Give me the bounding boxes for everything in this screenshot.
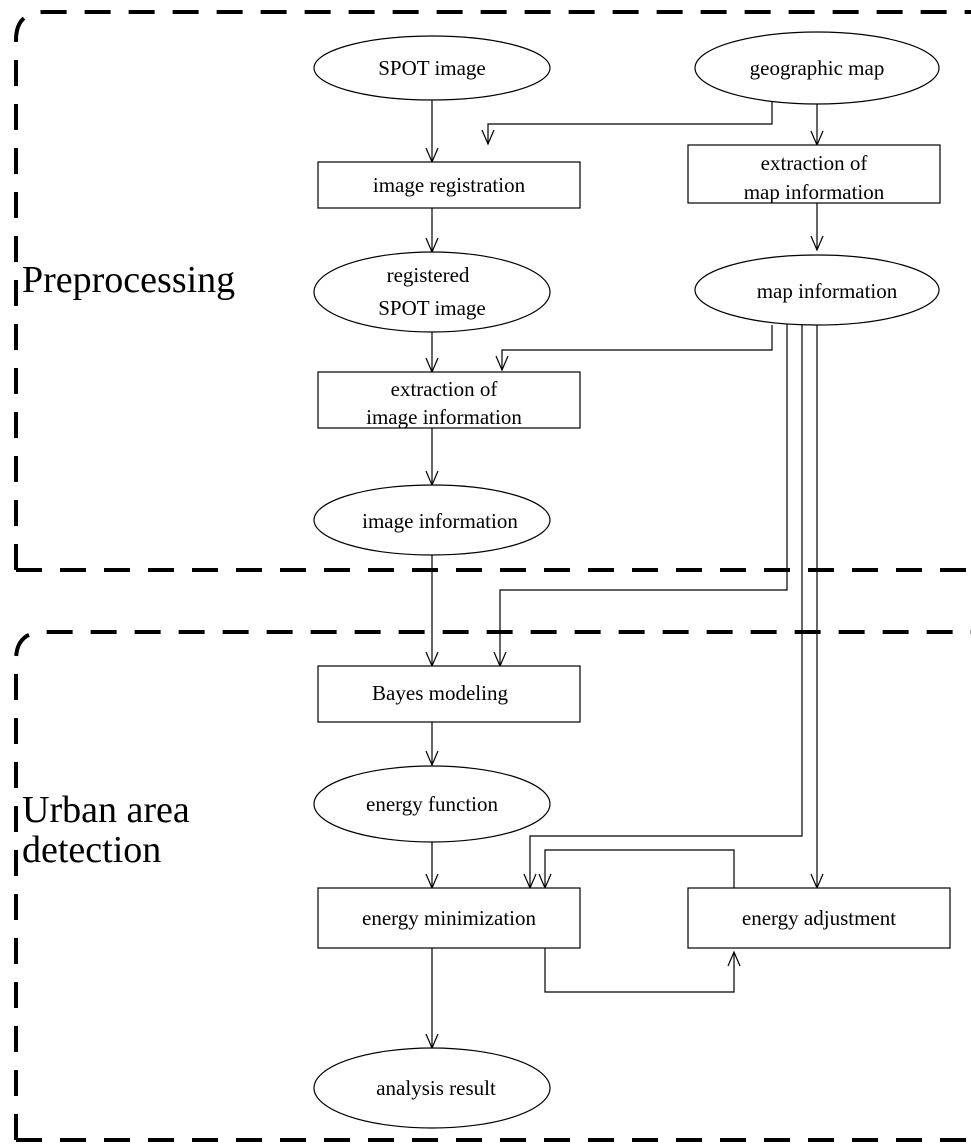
node-label: extraction of [391, 377, 498, 401]
ellipse-shape [313, 484, 551, 556]
urban-detection-region [14, 630, 971, 1142]
edge-geomap-to-registration [487, 102, 773, 144]
arrowhead-icon [425, 750, 439, 767]
rect-shape [317, 887, 581, 949]
edge-mapinfo-to-bayes [499, 322, 788, 666]
ellipse-shape [313, 1047, 551, 1129]
node-extraction-map-information: extraction of map information [687, 144, 941, 204]
arrowhead-icon [810, 235, 824, 252]
preprocessing-region [14, 10, 971, 572]
arrowhead-icon [495, 355, 509, 372]
node-image-information: image information [313, 484, 551, 556]
node-label: registered [387, 263, 470, 287]
node-energy-adjustment: energy adjustment [687, 887, 951, 949]
detection-label: detection [22, 829, 161, 871]
node-bayes-modeling: Bayes modeling [317, 665, 581, 723]
node-label: geographic map [750, 56, 885, 80]
node-label: image registration [373, 173, 526, 197]
node-spot-image: SPOT image [313, 35, 551, 101]
ellipse-shape [694, 254, 940, 326]
node-label: energy adjustment [742, 906, 896, 930]
node-label: SPOT image [378, 296, 486, 320]
node-extraction-image-information: extraction of image information [317, 371, 581, 429]
node-registered-spot-image: registered SPOT image [313, 251, 551, 333]
edges [431, 100, 818, 1048]
node-label: energy minimization [362, 906, 536, 930]
rect-shape [317, 371, 581, 429]
preprocessing-label: Preprocessing [22, 259, 235, 301]
edge-minimization-to-adjustment [544, 948, 735, 993]
ellipse-shape [313, 251, 551, 333]
edge-adjustment-to-minimization [544, 849, 735, 893]
rect-shape [687, 887, 951, 949]
node-label: image information [366, 405, 522, 429]
node-label: map information [757, 279, 898, 303]
node-label: analysis result [376, 1076, 496, 1100]
arrowhead-icon [727, 950, 741, 967]
node-label: Bayes modeling [372, 681, 508, 705]
arrowhead-icon [481, 129, 495, 146]
ellipse-shape [694, 31, 940, 105]
node-map-information: map information [694, 254, 940, 326]
rect-shape [687, 144, 941, 204]
rect-shape [317, 665, 581, 723]
ellipse-shape [313, 35, 551, 101]
ellipse-shape [313, 765, 551, 843]
node-label: extraction of [761, 151, 868, 175]
edge-mapinfo-to-extraction-image [501, 325, 773, 370]
node-image-registration: image registration [317, 161, 581, 209]
node-energy-minimization: energy minimization [317, 887, 581, 949]
node-label: energy function [366, 792, 498, 816]
urban-area-label: Urban area [22, 789, 190, 831]
node-label: image information [362, 509, 518, 533]
node-label: map information [744, 180, 885, 204]
node-label: SPOT image [378, 56, 486, 80]
node-energy-function: energy function [313, 765, 551, 843]
edge-mapinfo-to-minimization [529, 323, 803, 888]
rect-shape [317, 161, 581, 209]
node-geographic-map: geographic map [694, 31, 940, 105]
node-analysis-result: analysis result [313, 1047, 551, 1129]
